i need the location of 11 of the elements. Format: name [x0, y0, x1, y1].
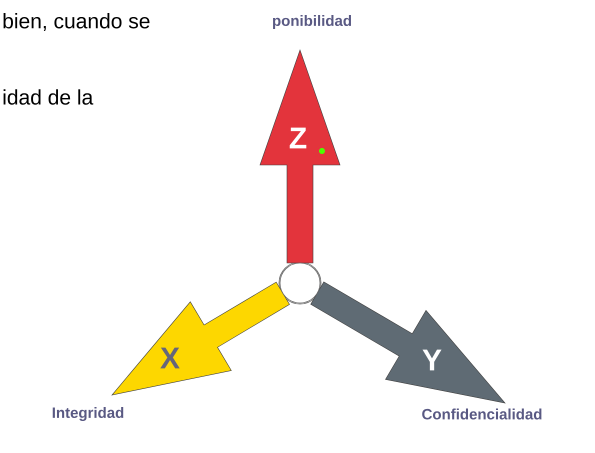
- axis-label: ponibilidad: [273, 15, 352, 29]
- axis-label: Integridad: [52, 406, 124, 422]
- thick-arrow: [260, 49, 340, 264]
- axis-label: Confidencialidad: [422, 408, 542, 420]
- thick-arrow: [111, 282, 290, 396]
- axis-letter: Z: [288, 126, 308, 150]
- body-text: idad de la: [4, 89, 94, 105]
- axis-letter: Y: [421, 348, 443, 372]
- thick-arrow: [310, 282, 506, 404]
- axis-letter: X: [159, 346, 181, 370]
- body-text: bien, cuando se: [4, 13, 150, 31]
